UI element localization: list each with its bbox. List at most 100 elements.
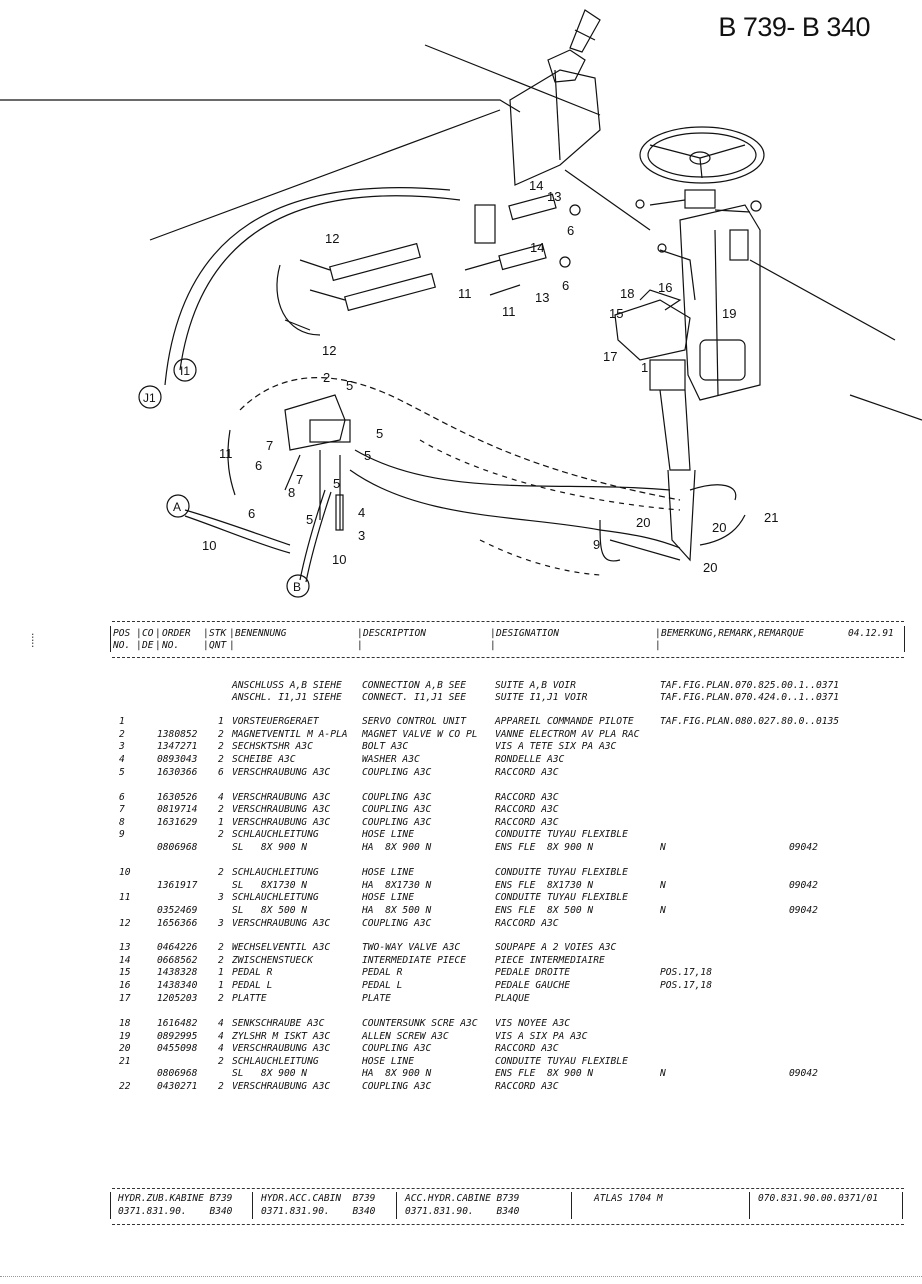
cell-order: 1631629	[157, 817, 198, 828]
cell-qty: 2	[218, 955, 224, 966]
cell-designation: RACCORD A3C	[495, 767, 559, 778]
cell-benennung: ZWISCHENSTUECK	[232, 955, 313, 966]
cell-designation: VIS A SIX PA A3C	[495, 1031, 588, 1042]
cell-qty: 4	[218, 1031, 224, 1042]
cell-designation: APPAREIL COMMANDE PILOTE	[495, 716, 634, 727]
cell-designation: ENS FLE 8X 900 N	[495, 1068, 594, 1079]
cell-remark: POS.17,18	[660, 980, 712, 991]
footer-rule-top	[112, 1188, 904, 1189]
cell-qty: 1	[218, 980, 224, 991]
cell-order: 1380852	[157, 729, 198, 740]
cell-pos: 12	[119, 918, 131, 929]
callout-3: 3	[358, 528, 365, 543]
footer-en-1: HYDR.ACC.CABIN B739	[261, 1193, 376, 1204]
cell-designation: RACCORD A3C	[495, 817, 559, 828]
cell-benennung: WECHSELVENTIL A3C	[232, 942, 331, 953]
cell-order: 0352469	[157, 905, 198, 916]
cell-description: HOSE LINE	[362, 892, 414, 903]
cell-remark-code: 09042	[789, 842, 818, 853]
cell-qty: 2	[218, 1081, 224, 1092]
cell-order: 0668562	[157, 955, 198, 966]
callout-5b: 5	[376, 426, 383, 441]
cell-description: CONNECT. I1,J1 SEE	[362, 692, 466, 703]
two-way-valves	[464, 193, 581, 296]
cell-description: COUPLING A3C	[362, 804, 432, 815]
cabin-console	[0, 44, 922, 421]
cell-order: 0819714	[157, 804, 198, 815]
cell-remark: TAF.FIG.PLAN.070.825.00.1..0371	[660, 680, 840, 691]
cell-order: 1438340	[157, 980, 198, 991]
callout-19: 19	[722, 306, 736, 321]
callout-9: 9	[593, 537, 600, 552]
side-marks: .::	[30, 628, 36, 650]
cell-pos: 8	[119, 817, 125, 828]
cell-remark-code: 09042	[789, 880, 818, 891]
cell-designation: SUITE I1,J1 VOIR	[495, 692, 588, 703]
page-edge	[0, 1276, 922, 1277]
pedal-unit	[614, 289, 696, 562]
cell-benennung: MAGNETVENTIL M A-PLA	[232, 729, 348, 740]
cell-qty: 3	[218, 892, 224, 903]
cell-order: 1630366	[157, 767, 198, 778]
footer-fr-2: 0371.831.90. B340	[405, 1206, 520, 1217]
cell-benennung: PLATTE	[232, 993, 267, 1004]
cell-description: COUPLING A3C	[362, 767, 432, 778]
cell-benennung: SCHEIBE A3C	[232, 754, 296, 765]
cell-pos: 7	[119, 804, 125, 815]
callout-6c: 6	[255, 458, 262, 473]
cell-pos: 2	[119, 729, 125, 740]
cell-description: COUPLING A3C	[362, 792, 432, 803]
cell-designation: RACCORD A3C	[495, 1081, 559, 1092]
cell-designation: RACCORD A3C	[495, 1043, 559, 1054]
callout-5d: 5	[333, 476, 340, 491]
cell-benennung: PEDAL L	[232, 980, 273, 991]
callout-10: 10	[202, 538, 216, 553]
cell-qty: 3	[218, 918, 224, 929]
cell-designation: PEDALE GAUCHE	[495, 980, 571, 991]
cell-benennung: ANSCHLUSS A,B SIEHE	[232, 680, 342, 691]
cell-qty: 1	[218, 967, 224, 978]
footer-rule-bottom	[112, 1224, 904, 1225]
cell-pos: 17	[119, 993, 131, 1004]
callout-6b: 6	[562, 278, 569, 293]
callout-15: 15	[609, 306, 623, 321]
cell-description: MAGNET VALVE W CO PL	[362, 729, 478, 740]
cell-qty: 1	[218, 716, 224, 727]
cell-remark: N	[660, 1068, 666, 1079]
cell-description: CONNECTION A,B SEE	[362, 680, 466, 691]
cell-remark-code: 09042	[789, 905, 818, 916]
cell-qty: 1	[218, 817, 224, 828]
cell-description: PEDAL L	[362, 980, 403, 991]
hdr-stk2: QNT	[209, 640, 227, 651]
magnet-valves	[276, 242, 437, 336]
cell-description: HA 8X 900 N	[362, 1068, 432, 1079]
cell-qty: 4	[218, 1043, 224, 1054]
cell-designation: RACCORD A3C	[495, 804, 559, 815]
servo-control-unit	[284, 394, 351, 531]
cell-benennung: VERSCHRAUBUNG A3C	[232, 804, 331, 815]
hdr-pos2: NO.	[113, 640, 131, 651]
cell-designation: VANNE ELECTROM AV PLA RAC	[495, 729, 640, 740]
cell-designation: PEDALE DROITE	[495, 967, 571, 978]
callout-17: 17	[603, 349, 617, 364]
cell-description: COUPLING A3C	[362, 1043, 432, 1054]
cell-order: 1438328	[157, 967, 198, 978]
cell-qty: 2	[218, 741, 224, 752]
callout-18: 18	[620, 286, 634, 301]
cell-description: COUNTERSUNK SCRE A3C	[362, 1018, 478, 1029]
cell-pos: 21	[119, 1056, 131, 1067]
callout-11b: 11	[502, 304, 516, 319]
footer-de-2: 0371.831.90. B340	[118, 1206, 233, 1217]
label-J1: J1	[143, 391, 156, 405]
callout-16: 16	[658, 280, 672, 295]
header-rule-bottom	[112, 657, 904, 658]
cell-order: 1347271	[157, 741, 198, 752]
cell-designation: PIECE INTERMEDIAIRE	[495, 955, 605, 966]
cell-description: HOSE LINE	[362, 867, 414, 878]
cell-order: 0455098	[157, 1043, 198, 1054]
cell-description: COUPLING A3C	[362, 918, 432, 929]
callout-14: 14	[529, 178, 543, 193]
header-rule-top	[112, 621, 904, 622]
cell-pos: 16	[119, 980, 131, 991]
cell-designation: CONDUITE TUYAU FLEXIBLE	[495, 1056, 628, 1067]
